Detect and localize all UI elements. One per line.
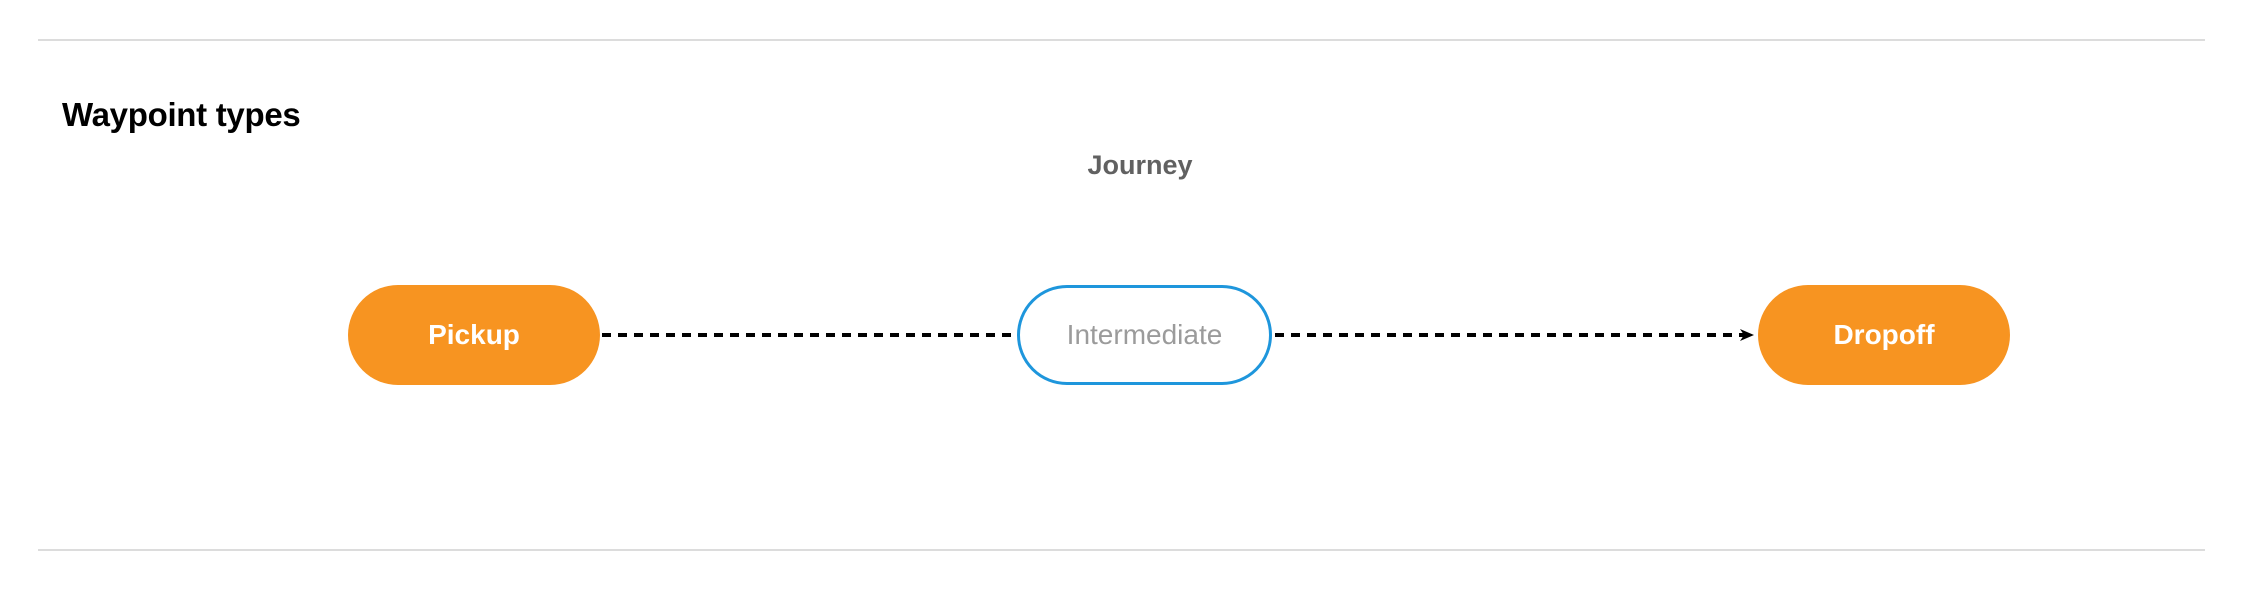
waypoint-node-pickup[interactable]: Pickup (348, 285, 600, 385)
section-divider-top (38, 39, 2205, 41)
connector-layer (602, 329, 1754, 341)
waypoint-node-dropoff-label: Dropoff (1833, 319, 1935, 350)
page-title: Waypoint types (62, 96, 301, 134)
waypoint-node-dropoff[interactable]: Dropoff (1758, 285, 2010, 385)
waypoint-node-pickup-label: Pickup (428, 319, 520, 350)
waypoint-node-intermediate[interactable]: Intermediate (1017, 285, 1272, 385)
waypoint-node-intermediate-label: Intermediate (1066, 319, 1223, 350)
section-divider-bottom (38, 549, 2205, 551)
journey-diagram: Journey Pickup Intermediate Dropoff (0, 150, 2245, 450)
diagram-label-journey: Journey (1087, 150, 1193, 180)
